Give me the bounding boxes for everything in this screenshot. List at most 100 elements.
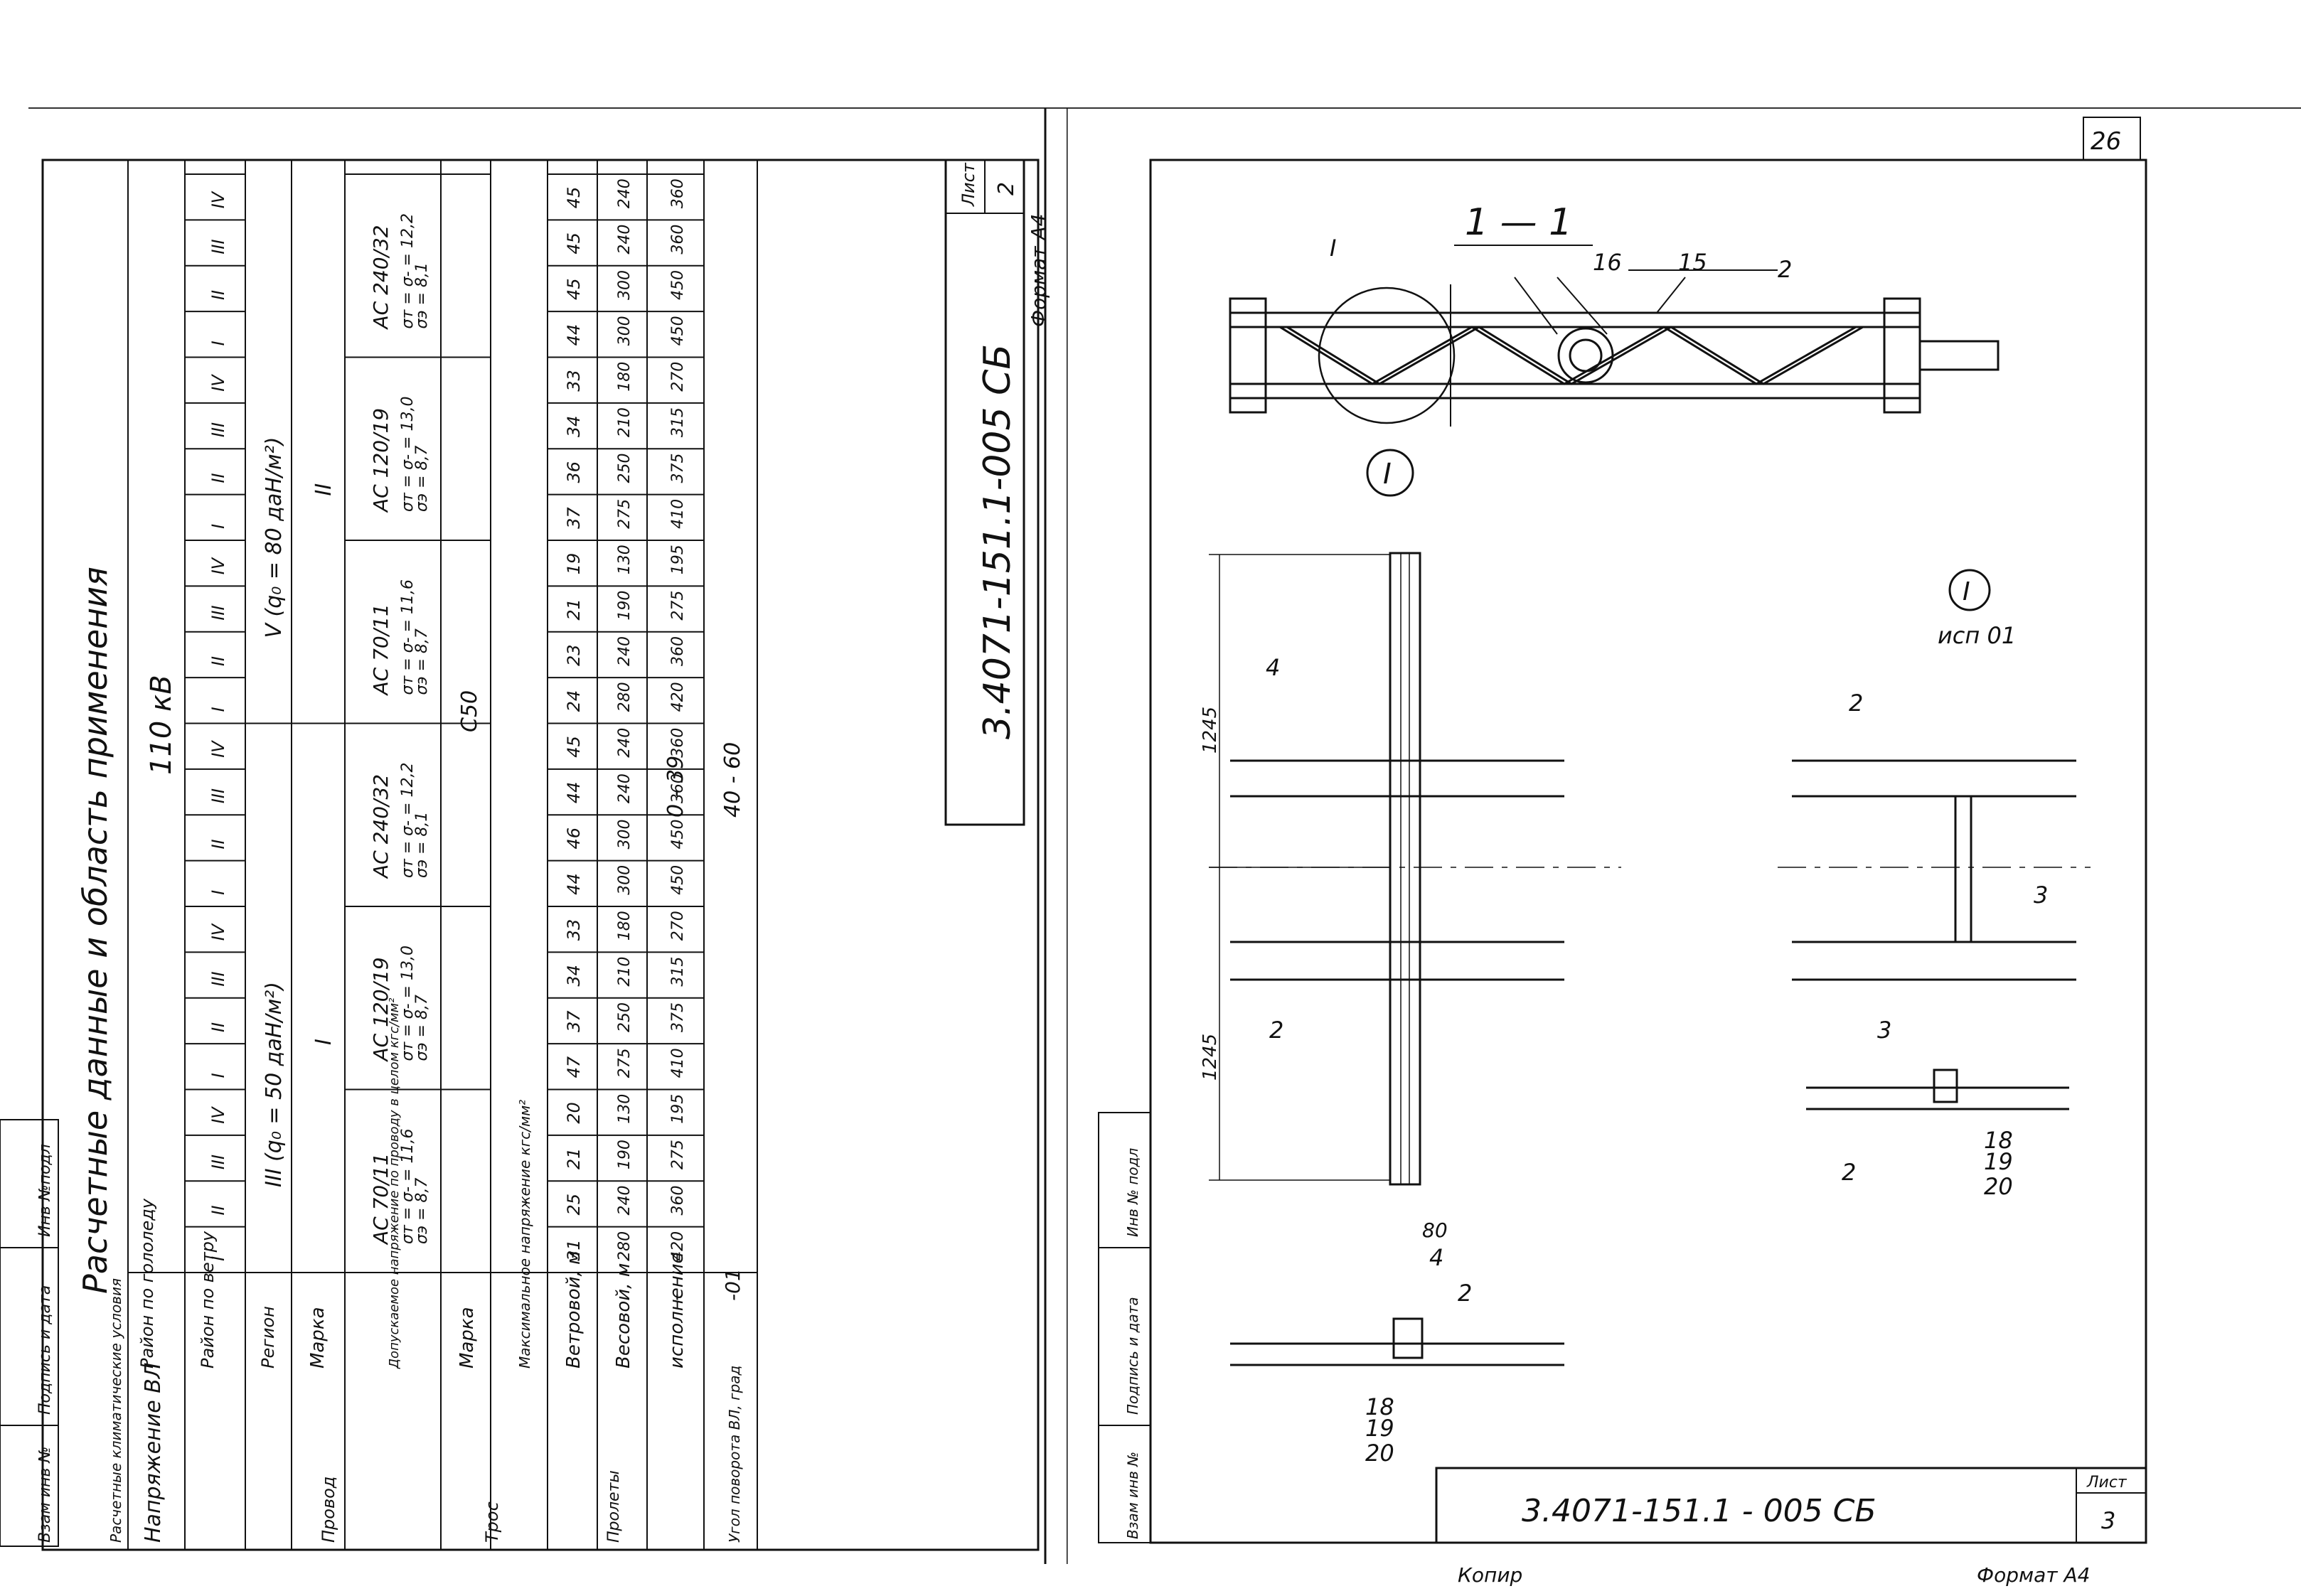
callout-label: 2 — [1458, 1280, 1472, 1307]
callout-label: I — [1330, 235, 1336, 262]
dimension: 1245 — [1200, 1034, 1221, 1081]
stress-line: σэ = 8,7 — [413, 446, 431, 512]
doc-code: 3.4071-151.1-005 СБ — [976, 344, 1019, 739]
max-stress-cell: 44 — [564, 782, 584, 804]
max-stress-cell: 37 — [564, 507, 584, 529]
right-frame — [1149, 159, 2147, 1544]
max-stress-cell: 21 — [564, 599, 584, 621]
weight-span-cell: 410 — [669, 1048, 687, 1078]
weight-span-cell: 275 — [669, 1140, 687, 1169]
wind-span-cell: 240 — [616, 773, 634, 803]
roman-cell: I — [208, 890, 228, 895]
header-angle: Угол поворота ВЛ, град — [726, 1366, 743, 1543]
max-stress-cell: 33 — [564, 370, 584, 392]
max-stress-cell: 45 — [564, 736, 584, 758]
callout-label: 3 — [1877, 1017, 1891, 1044]
left-sheet: Расчетные данные и область применения 11… — [0, 0, 1067, 1596]
stamp-replace: Инв № подл — [1124, 1148, 1141, 1237]
voltage-label: 110 кВ — [145, 675, 178, 775]
max-stress-cell: 31 — [564, 1239, 584, 1261]
callout-label: 18 — [1365, 1393, 1394, 1420]
max-stress-cell: 20 — [564, 1102, 584, 1124]
stamp-signature: Подпись и дата — [36, 1285, 54, 1415]
table-grid — [185, 173, 704, 1273]
stamp-inv: Инв №подл — [36, 1144, 54, 1237]
callout-label: 3 — [2034, 882, 2048, 909]
doc-code: 3.4071-151.1 - 005 СБ — [1522, 1493, 1876, 1529]
stress-line: σт = σ- = 13,0 — [399, 397, 417, 512]
header-cable-brand: Марка — [457, 1307, 478, 1369]
weight-span-cell: 195 — [669, 1094, 687, 1124]
node-mark-2: I — [1963, 577, 1970, 606]
roman-cell: III — [208, 239, 228, 254]
roman-cell: II — [208, 473, 228, 483]
angle-cell: 40 - 60 — [720, 742, 745, 818]
header-voltage: Напряжение ВЛ — [141, 1363, 166, 1543]
wind-span-cell: 300 — [616, 316, 634, 346]
wind-group: V (q₀ = 80 даН/м²) — [262, 437, 287, 638]
callout-label: 16 — [1593, 249, 1622, 276]
wind-span-cell: 275 — [616, 1048, 634, 1078]
wind-span-cell: 280 — [616, 682, 634, 712]
callout-label: 20 — [1365, 1440, 1394, 1467]
weight-span-cell: 195 — [669, 545, 687, 574]
wind-span-cell: 300 — [616, 865, 634, 895]
angle-cell: 0 - 39 — [663, 756, 688, 818]
roman-cell: I — [208, 1073, 228, 1078]
wind-span-cell: 130 — [616, 545, 634, 574]
header-ice-region: Район по гололеду — [137, 1198, 157, 1369]
header-cable: Трос — [482, 1501, 502, 1543]
roman-cell: I — [208, 1256, 228, 1261]
weight-span-cell: 375 — [669, 454, 687, 483]
wire-brand: АС 70/11 — [369, 604, 393, 696]
wind-group: III (q₀ = 50 даН/м²) — [262, 982, 287, 1187]
wind-span-cell: 180 — [616, 362, 634, 392]
left-frame — [41, 159, 1040, 1551]
stamp-replace: Взам инв № — [36, 1447, 54, 1543]
max-stress-cell: 23 — [564, 644, 584, 666]
weight-span-cell: 360 — [669, 773, 687, 803]
header-climatic: Расчетные климатические условия — [107, 1278, 124, 1543]
max-stress-cell: 46 — [564, 828, 584, 850]
sheet-label: Лист — [2086, 1474, 2128, 1491]
wind-span-cell: 240 — [616, 178, 634, 208]
max-stress-cell: 33 — [564, 919, 584, 941]
wind-span-cell: 250 — [616, 1002, 634, 1032]
callout-label: 2 — [1849, 690, 1863, 717]
cable-brand-value: С50 — [457, 690, 482, 732]
wind-span-cell: 130 — [616, 1094, 634, 1124]
stress-line: σт = σ- = 12,2 — [399, 763, 417, 878]
left-sheet-drawing: Расчетные данные и область применения 11… — [0, 107, 1067, 1564]
roman-cell: II — [208, 1022, 228, 1032]
right-sheet-drawing: 26 Инв № подл Подпись и дата Взам инв № … — [1067, 107, 2301, 1587]
callout-label: 2 — [1778, 256, 1792, 283]
right-sheet: 26 Инв № подл Подпись и дата Взам инв № … — [1067, 0, 2301, 1596]
roman-cell: III — [208, 788, 228, 803]
copied-label: Копир — [1458, 1563, 1522, 1587]
weight-span-cell: 360 — [669, 1186, 687, 1216]
weight-span-cell: 315 — [669, 957, 687, 987]
wind-span-cell: 275 — [616, 499, 634, 529]
header-wind-span: Ветровой, м — [563, 1250, 584, 1369]
stress-line: σт = σ- = 12,2 — [399, 213, 417, 328]
stress-line: σэ = 8,7 — [413, 628, 431, 695]
max-stress-cell: 24 — [564, 690, 584, 712]
callout-label: 4 — [1266, 654, 1280, 681]
roman-cell: II — [208, 839, 228, 849]
weight-span-cell: 275 — [669, 591, 687, 621]
page-title: Расчетные данные и область применения — [76, 567, 114, 1294]
weight-span-cell: 360 — [669, 728, 687, 758]
max-stress-cell: 25 — [564, 1194, 584, 1216]
header-execution: исполнение — [666, 1252, 688, 1369]
weight-span-cell: 450 — [669, 270, 687, 300]
stress-line: σэ = 8,7 — [413, 995, 431, 1061]
wind-span-cell: 240 — [616, 225, 634, 255]
wind-span-cell: 180 — [616, 911, 634, 941]
weight-span-cell: 360 — [669, 636, 687, 666]
roman-cell: II — [208, 656, 228, 666]
stress-line: σт = σ- = 13,0 — [399, 946, 417, 1061]
roman-cell: IV — [208, 1106, 228, 1124]
